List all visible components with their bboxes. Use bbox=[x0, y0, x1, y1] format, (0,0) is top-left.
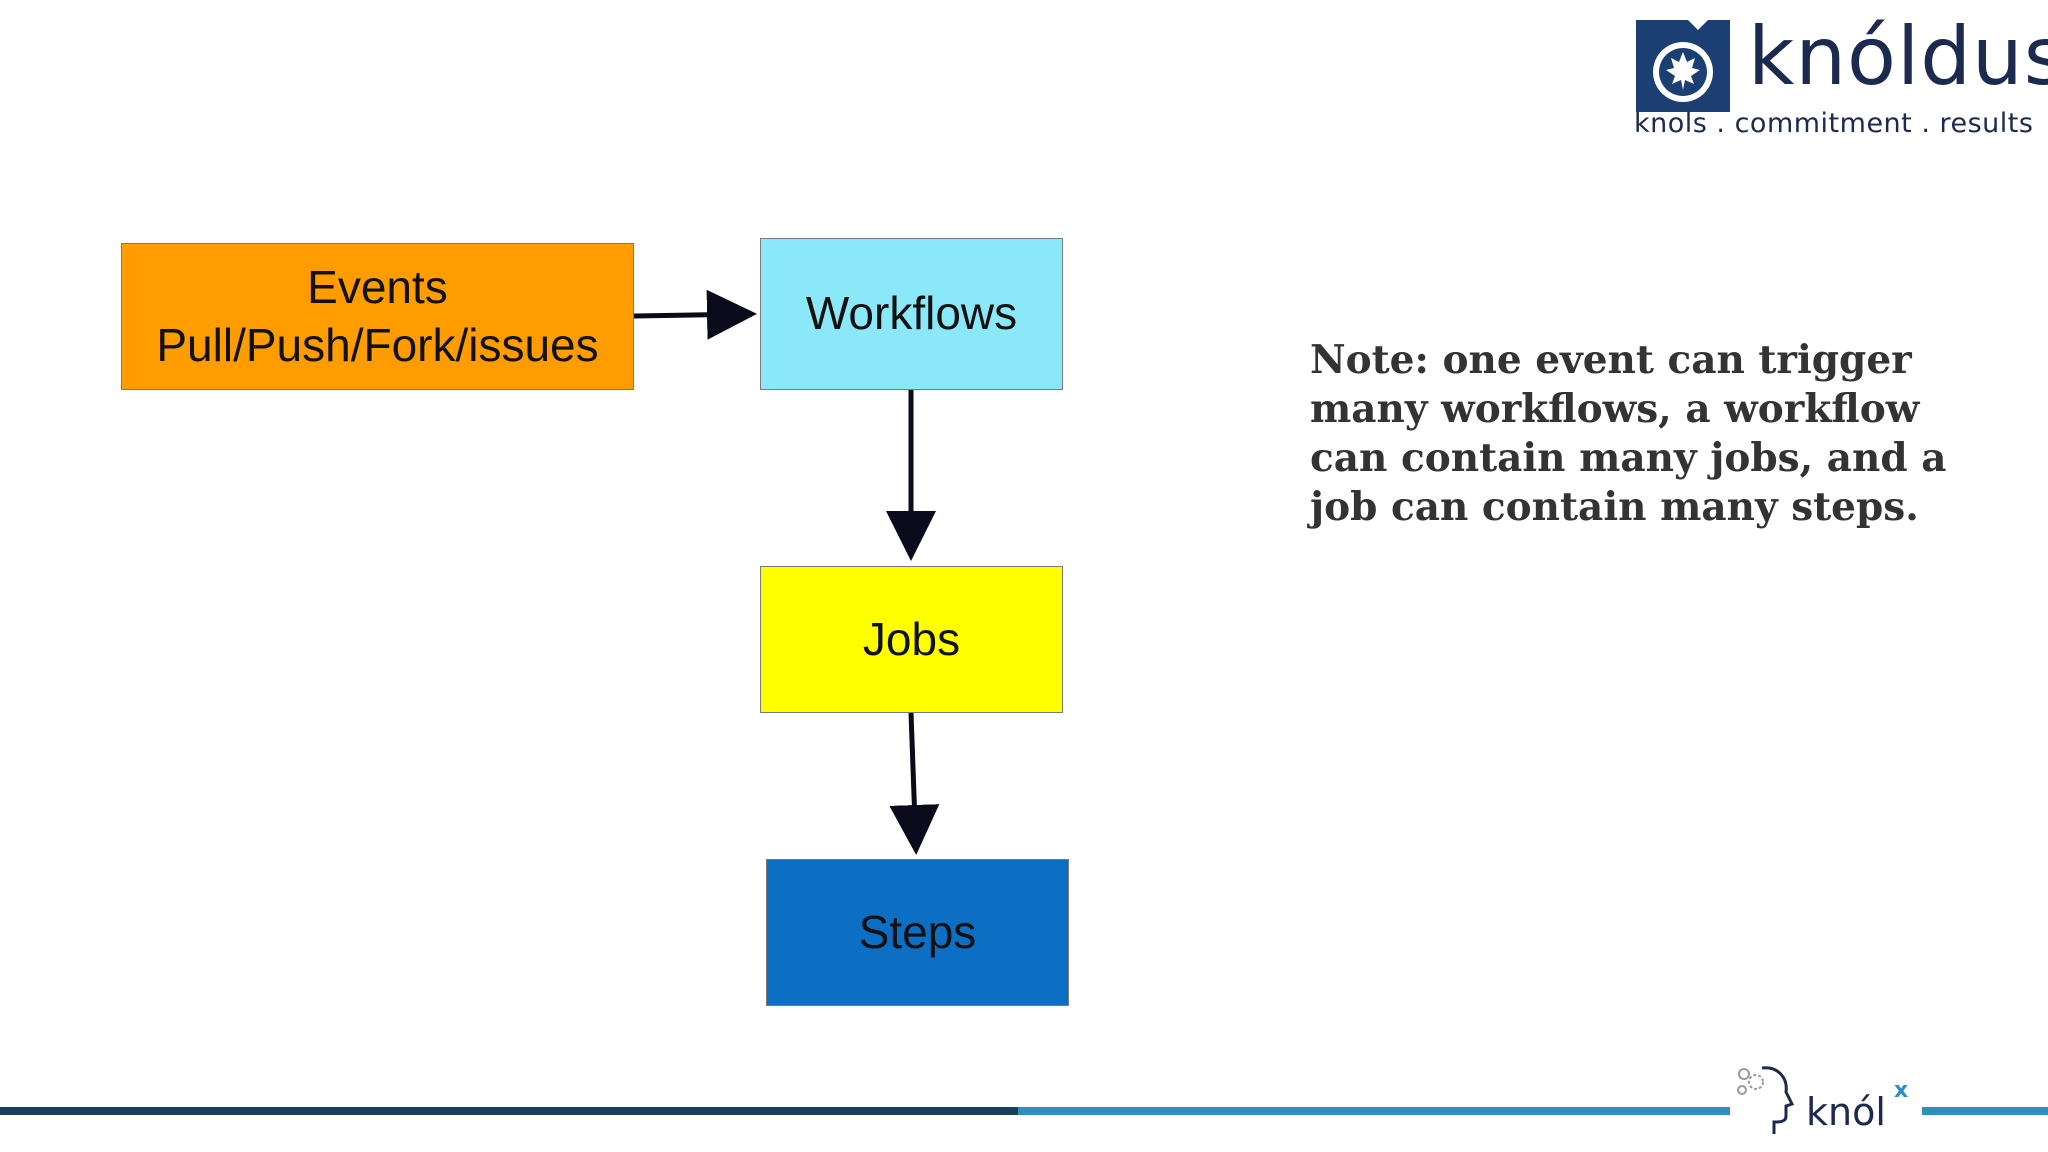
note-text: Note: one event can trigger many workflo… bbox=[1310, 337, 1947, 530]
arrow-jobs-to-steps bbox=[889, 712, 940, 855]
knolx-wordmark: knól bbox=[1806, 1090, 1886, 1134]
node-steps: Steps bbox=[766, 859, 1069, 1006]
footer-bar-light bbox=[1018, 1107, 2048, 1115]
knoldus-logo: knóldus knols . commitment . results bbox=[1630, 10, 2048, 146]
arrow-events-to-workflows bbox=[633, 289, 757, 340]
knoldus-tagline: knols . commitment . results bbox=[1634, 108, 2034, 139]
node-steps-label: Steps bbox=[858, 905, 977, 958]
node-jobs: Jobs bbox=[760, 566, 1063, 713]
footer-bar-dark bbox=[0, 1107, 1018, 1115]
knoldus-wordmark: knóldus bbox=[1748, 10, 2048, 103]
knoldus-shield-icon bbox=[1636, 20, 1730, 112]
knolx-logo: knól x bbox=[1730, 1052, 1922, 1148]
knolx-head-icon bbox=[1737, 1066, 1795, 1134]
knolx-superscript: x bbox=[1894, 1078, 1909, 1103]
node-workflows: Workflows bbox=[760, 238, 1063, 390]
node-jobs-label: Jobs bbox=[862, 612, 961, 665]
node-events-subtitle: Pull/Push/Fork/issues bbox=[156, 318, 599, 371]
node-events-title: Events bbox=[307, 261, 448, 313]
node-events: Events Pull/Push/Fork/issues bbox=[121, 243, 634, 390]
node-workflows-label: Workflows bbox=[805, 287, 1018, 340]
